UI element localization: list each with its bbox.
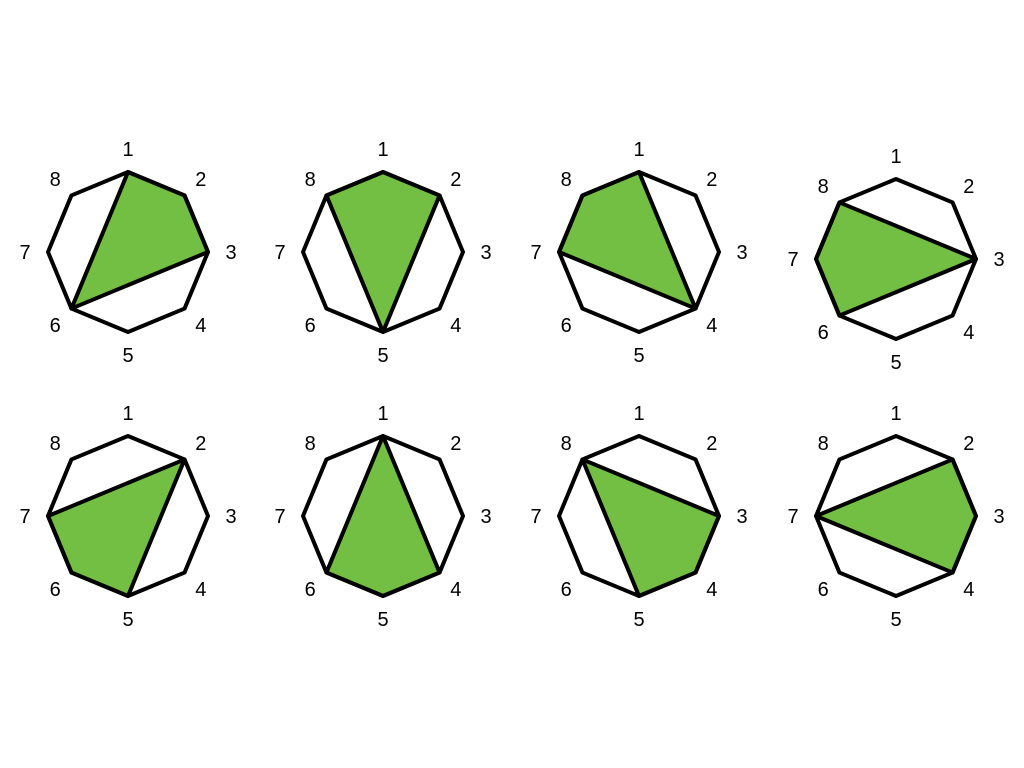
diagram-2: 1 2 3 4 5 6 7 8 bbox=[274, 139, 491, 367]
vertex-label-6: 6 bbox=[50, 315, 61, 337]
vertex-label-2: 2 bbox=[450, 433, 461, 455]
vertex-label-6: 6 bbox=[305, 579, 316, 601]
octagon-outline bbox=[301, 434, 465, 598]
vertex-label-7: 7 bbox=[19, 242, 30, 264]
vertex-label-8: 8 bbox=[305, 433, 316, 455]
vertex-label-5: 5 bbox=[377, 609, 388, 631]
vertex-label-2: 2 bbox=[195, 169, 206, 191]
shaded-region bbox=[69, 170, 210, 311]
vertex-label-1: 1 bbox=[122, 139, 133, 161]
vertex-label-5: 5 bbox=[377, 345, 388, 367]
vertex-label-3: 3 bbox=[736, 506, 747, 528]
vertex-label-1: 1 bbox=[890, 403, 901, 425]
vertex-label-2: 2 bbox=[963, 176, 974, 198]
vertex-label-3: 3 bbox=[225, 506, 236, 528]
shaded-region bbox=[324, 434, 442, 598]
vertex-label-4: 4 bbox=[195, 579, 206, 601]
vertex-label-5: 5 bbox=[633, 345, 644, 367]
octagon-outline bbox=[557, 170, 721, 334]
diagram-6: 1 2 3 4 5 6 7 8 bbox=[274, 403, 491, 631]
vertex-label-3: 3 bbox=[480, 506, 491, 528]
vertex-label-5: 5 bbox=[890, 609, 901, 631]
vertex-label-2: 2 bbox=[706, 433, 717, 455]
vertex-label-8: 8 bbox=[50, 169, 61, 191]
vertex-label-1: 1 bbox=[377, 139, 388, 161]
vertex-label-8: 8 bbox=[818, 433, 829, 455]
diagram-1: 1 2 3 4 5 6 7 8 bbox=[19, 139, 236, 367]
vertex-label-6: 6 bbox=[561, 315, 572, 337]
shaded-region bbox=[46, 457, 187, 598]
diagram-5: 1 2 3 4 5 6 7 8 bbox=[19, 403, 236, 631]
vertex-label-6: 6 bbox=[305, 315, 316, 337]
vertex-label-6: 6 bbox=[818, 579, 829, 601]
vertex-label-2: 2 bbox=[195, 433, 206, 455]
vertex-label-6: 6 bbox=[561, 579, 572, 601]
vertex-label-4: 4 bbox=[963, 579, 974, 601]
vertex-label-6: 6 bbox=[818, 322, 829, 344]
vertex-label-7: 7 bbox=[274, 242, 285, 264]
vertex-label-4: 4 bbox=[450, 315, 461, 337]
vertex-label-4: 4 bbox=[963, 322, 974, 344]
vertex-label-8: 8 bbox=[561, 433, 572, 455]
vertex-label-1: 1 bbox=[377, 403, 388, 425]
vertex-label-7: 7 bbox=[19, 506, 30, 528]
vertex-label-7: 7 bbox=[530, 242, 541, 264]
vertex-label-4: 4 bbox=[195, 315, 206, 337]
vertex-label-1: 1 bbox=[633, 403, 644, 425]
shaded-region bbox=[814, 200, 978, 318]
diagram-8: 1 2 3 4 5 6 7 8 bbox=[787, 403, 1004, 631]
shaded-region bbox=[324, 170, 442, 334]
vertex-label-4: 4 bbox=[450, 579, 461, 601]
vertex-label-3: 3 bbox=[993, 506, 1004, 528]
shaded-region bbox=[580, 457, 721, 598]
vertex-label-3: 3 bbox=[993, 249, 1004, 271]
vertex-label-2: 2 bbox=[963, 433, 974, 455]
vertex-label-7: 7 bbox=[530, 506, 541, 528]
vertex-label-8: 8 bbox=[818, 176, 829, 198]
diagram-3: 1 2 3 4 5 6 7 8 bbox=[530, 139, 747, 367]
vertex-label-4: 4 bbox=[706, 579, 717, 601]
vertex-label-4: 4 bbox=[706, 315, 717, 337]
vertex-label-3: 3 bbox=[736, 242, 747, 264]
vertex-label-3: 3 bbox=[225, 242, 236, 264]
octagon-outline bbox=[301, 170, 465, 334]
vertex-label-3: 3 bbox=[480, 242, 491, 264]
vertex-label-5: 5 bbox=[633, 609, 644, 631]
vertex-label-8: 8 bbox=[305, 169, 316, 191]
octagon-outline bbox=[557, 434, 721, 598]
vertex-label-1: 1 bbox=[890, 146, 901, 168]
octagon-outline bbox=[814, 177, 978, 341]
shaded-region bbox=[557, 170, 698, 311]
vertex-label-1: 1 bbox=[122, 403, 133, 425]
shaded-region bbox=[814, 457, 978, 575]
octagon-outline bbox=[814, 434, 978, 598]
diagram-7: 1 2 3 4 5 6 7 8 bbox=[530, 403, 747, 631]
vertex-label-8: 8 bbox=[561, 169, 572, 191]
vertex-label-2: 2 bbox=[450, 169, 461, 191]
vertex-label-5: 5 bbox=[122, 345, 133, 367]
vertex-label-5: 5 bbox=[122, 609, 133, 631]
vertex-label-2: 2 bbox=[706, 169, 717, 191]
diagram-4: 1 2 3 4 5 6 7 8 bbox=[787, 146, 1004, 374]
vertex-label-8: 8 bbox=[50, 433, 61, 455]
octagon-outline bbox=[46, 434, 210, 598]
vertex-label-6: 6 bbox=[50, 579, 61, 601]
vertex-label-7: 7 bbox=[787, 249, 798, 271]
octagon-outline bbox=[46, 170, 210, 334]
vertex-label-1: 1 bbox=[633, 139, 644, 161]
vertex-label-5: 5 bbox=[890, 352, 901, 374]
vertex-label-7: 7 bbox=[787, 506, 798, 528]
vertex-label-7: 7 bbox=[274, 506, 285, 528]
